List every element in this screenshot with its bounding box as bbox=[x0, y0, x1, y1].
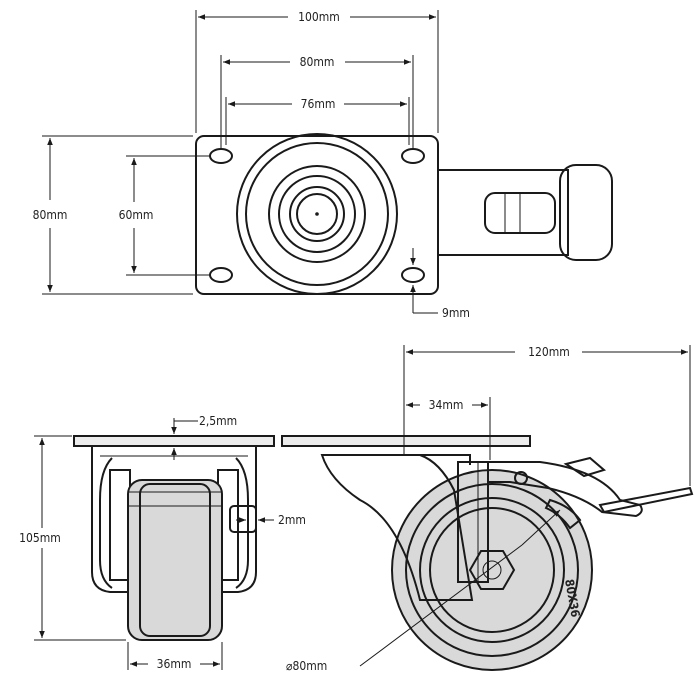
front-view: 2,5mm 2mm 105mm 36mm bbox=[19, 414, 306, 671]
label-outer-hole-spacing: 80mm bbox=[300, 55, 335, 69]
dimension-slot-size: 9mm bbox=[410, 248, 470, 320]
dimension-total-length: 120mm bbox=[403, 345, 691, 486]
wheel-side bbox=[391, 469, 593, 671]
label-slot-size: 9mm bbox=[442, 306, 470, 320]
top-view: 100mm 80mm 76mm 80mm bbox=[33, 10, 613, 320]
dimension-plate-height: 80mm bbox=[33, 135, 193, 295]
dimension-plate-width: 100mm bbox=[195, 10, 439, 133]
label-total-length: 120mm bbox=[528, 345, 570, 359]
label-fork-thickness: 2mm bbox=[278, 513, 306, 527]
label-plate-height: 80mm bbox=[33, 208, 68, 222]
dimension-wheel-width: 36mm bbox=[127, 642, 223, 671]
wheel-front bbox=[127, 479, 223, 641]
label-plate-width: 100mm bbox=[298, 10, 340, 24]
dimension-plate-thickness: 2,5mm bbox=[171, 414, 237, 460]
dimension-overall-height: 105mm bbox=[19, 435, 126, 641]
label-wheel-diameter: ⌀80mm bbox=[286, 659, 327, 673]
wheel-marking: 80X36 bbox=[562, 578, 582, 618]
label-hole-spacing-vertical: 60mm bbox=[119, 208, 154, 222]
label-offset: 34mm bbox=[429, 398, 464, 412]
dimension-hole-spacing-vertical: 60mm bbox=[119, 155, 210, 276]
mounting-hole bbox=[401, 267, 425, 283]
side-view: 80X36 120mm 34mm ⌀80mm bbox=[281, 345, 694, 673]
brake-housing bbox=[437, 164, 613, 261]
dimension-outer-hole-spacing: 80mm bbox=[220, 55, 414, 148]
label-inner-hole-spacing: 76mm bbox=[301, 97, 336, 111]
mounting-hole bbox=[401, 148, 425, 164]
label-overall-height: 105mm bbox=[19, 531, 61, 545]
dimension-offset: 34mm bbox=[406, 397, 491, 460]
dimension-fork-thickness: 2mm bbox=[236, 513, 306, 527]
dimension-wheel-diameter: ⌀80mm bbox=[286, 509, 561, 673]
mounting-hole bbox=[209, 267, 233, 283]
swivel-bearing bbox=[236, 133, 398, 295]
mounting-hole bbox=[209, 148, 233, 164]
dimension-inner-hole-spacing: 76mm bbox=[225, 97, 410, 145]
label-plate-thickness: 2,5mm bbox=[199, 414, 237, 428]
label-wheel-width: 36mm bbox=[157, 657, 192, 671]
